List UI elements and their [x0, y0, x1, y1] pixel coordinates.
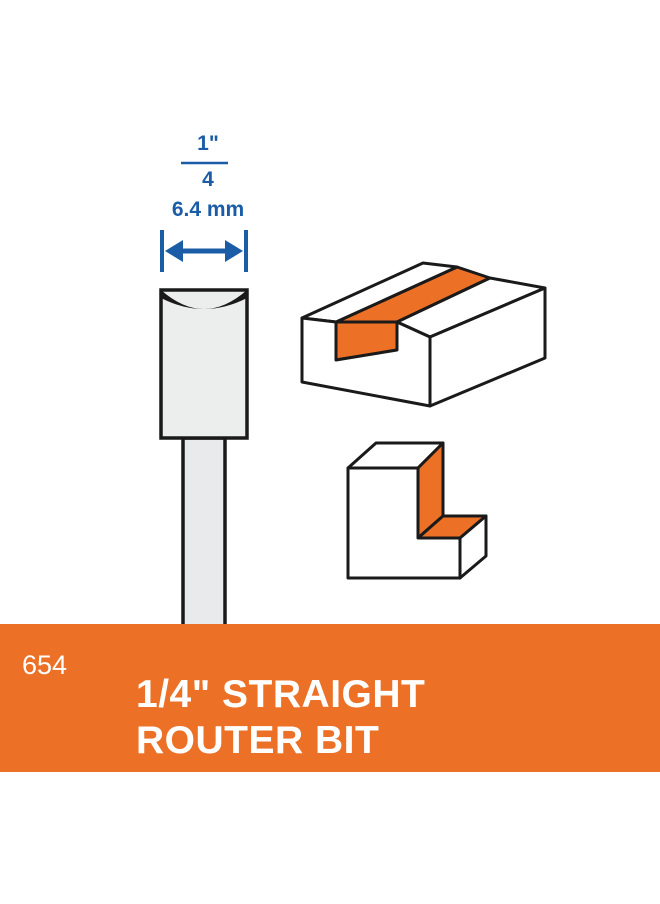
dimension-arrow-icon — [160, 230, 248, 272]
fraction-denominator: 4 — [202, 168, 214, 191]
product-title-line2: ROUTER BIT — [136, 719, 380, 762]
rabbet-cut-block-icon — [346, 441, 488, 580]
metric-size-label: 6.4 mm — [171, 198, 245, 221]
product-number: 654 — [22, 650, 68, 680]
product-title: 1/4" STRAIGHT ROUTER BIT — [136, 672, 425, 764]
product-banner: 654 1/4" STRAIGHT ROUTER BIT — [0, 624, 660, 772]
fraction-numerator: 1" — [197, 132, 219, 155]
product-title-line1: 1/4" STRAIGHT — [136, 673, 426, 716]
router-bit-icon — [159, 288, 249, 640]
groove-cut-block-icon — [300, 261, 547, 408]
